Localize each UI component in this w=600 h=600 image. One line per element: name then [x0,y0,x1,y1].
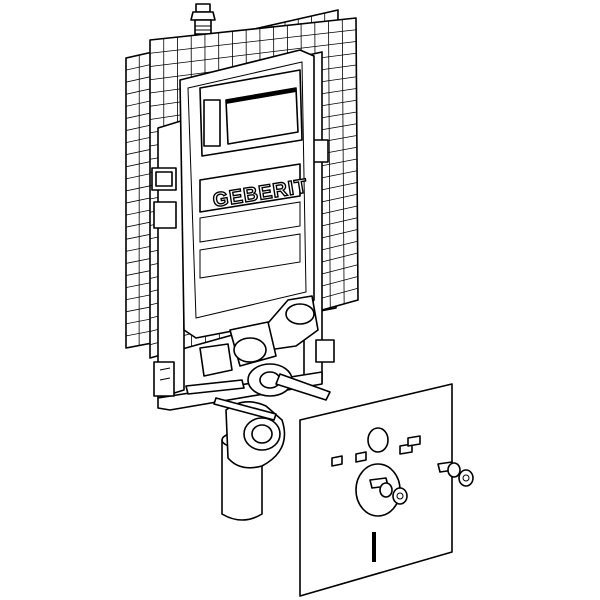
bolt-set [369,461,474,505]
wall-plate [299,383,453,597]
bend-pipe [199,295,331,401]
drain-pipe [221,401,286,521]
mounting-bolts [185,379,277,421]
flush-opening [199,69,303,157]
valve-connector [190,3,216,35]
